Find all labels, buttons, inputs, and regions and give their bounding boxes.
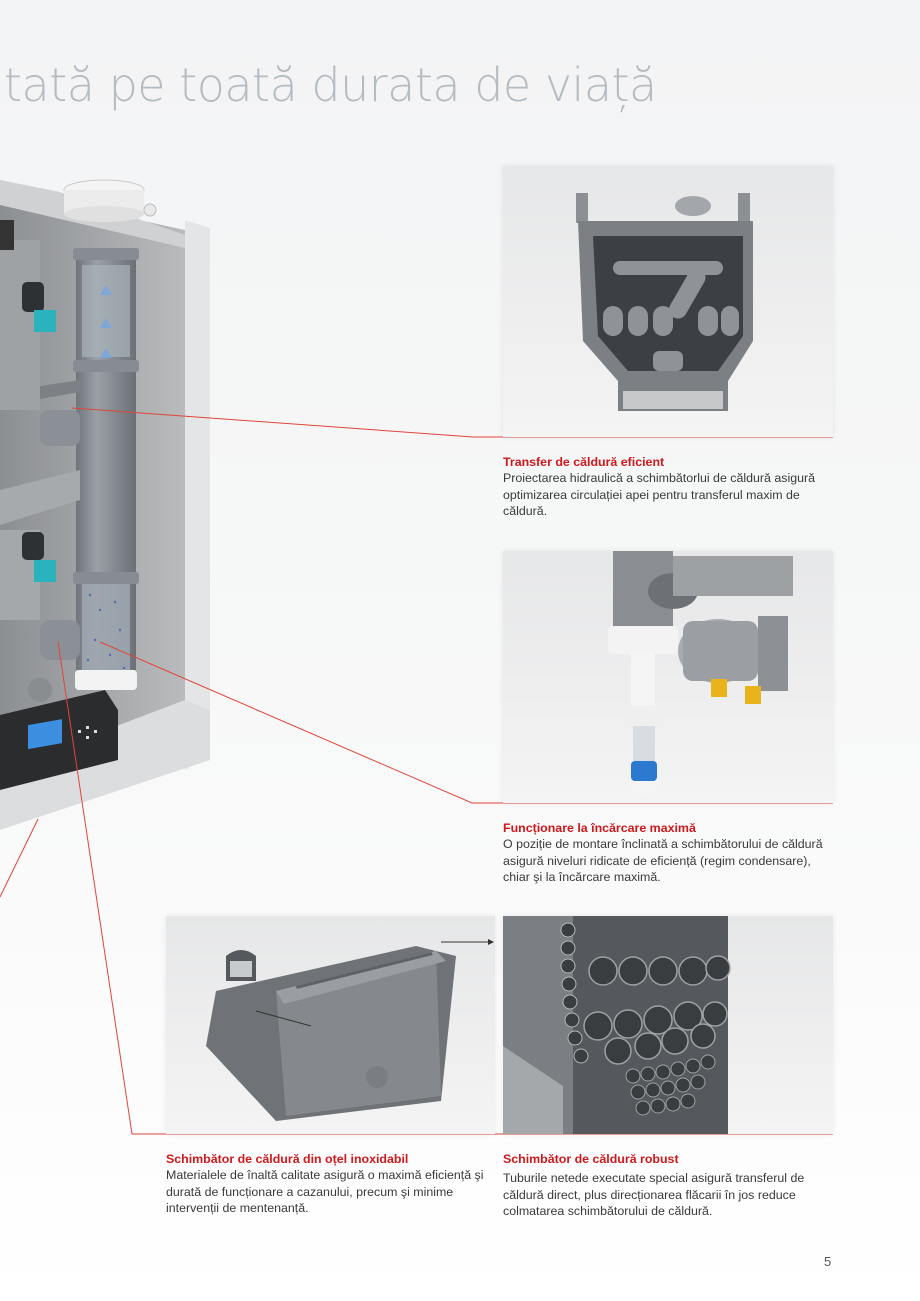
heat-exchanger-cross-section-photo: [503, 166, 833, 437]
feature-card: Schimbător de căldură din oțel inoxidabi…: [166, 1151, 501, 1217]
page-number: 5: [824, 1254, 832, 1269]
feature-card: Schimbător de căldură robust Tuburile ne…: [503, 1151, 838, 1220]
feature-card: Transfer de căldură eficient Proiectarea…: [503, 454, 838, 520]
feature-text: Materialele de înaltă calitate asigură o…: [166, 1168, 484, 1216]
feature-title: Schimbător de căldură din oțel inoxidabi…: [166, 1152, 409, 1166]
heat-exchanger-tubes-photo: [503, 916, 833, 1134]
condensate-trap-and-fan-photo: [503, 551, 833, 803]
feature-title: Funcționare la încărcare maximă: [503, 821, 696, 835]
stainless-steel-heat-exchanger-photo: [166, 916, 495, 1134]
page-title: tată pe toată durata de viață: [4, 58, 657, 112]
feature-title: Schimbător de căldură robust: [503, 1152, 679, 1166]
feature-text: Proiectarea hidraulică a schimbătorlui d…: [503, 471, 815, 519]
feature-card: Funcționare la încărcare maximă O poziți…: [503, 820, 838, 886]
boiler-cutaway-illustration: [0, 170, 215, 830]
feature-text: Tuburile netede executate special asigur…: [503, 1171, 805, 1219]
feature-title: Transfer de căldură eficient: [503, 455, 665, 469]
feature-text: O poziție de montare înclinată a schimbă…: [503, 837, 823, 885]
